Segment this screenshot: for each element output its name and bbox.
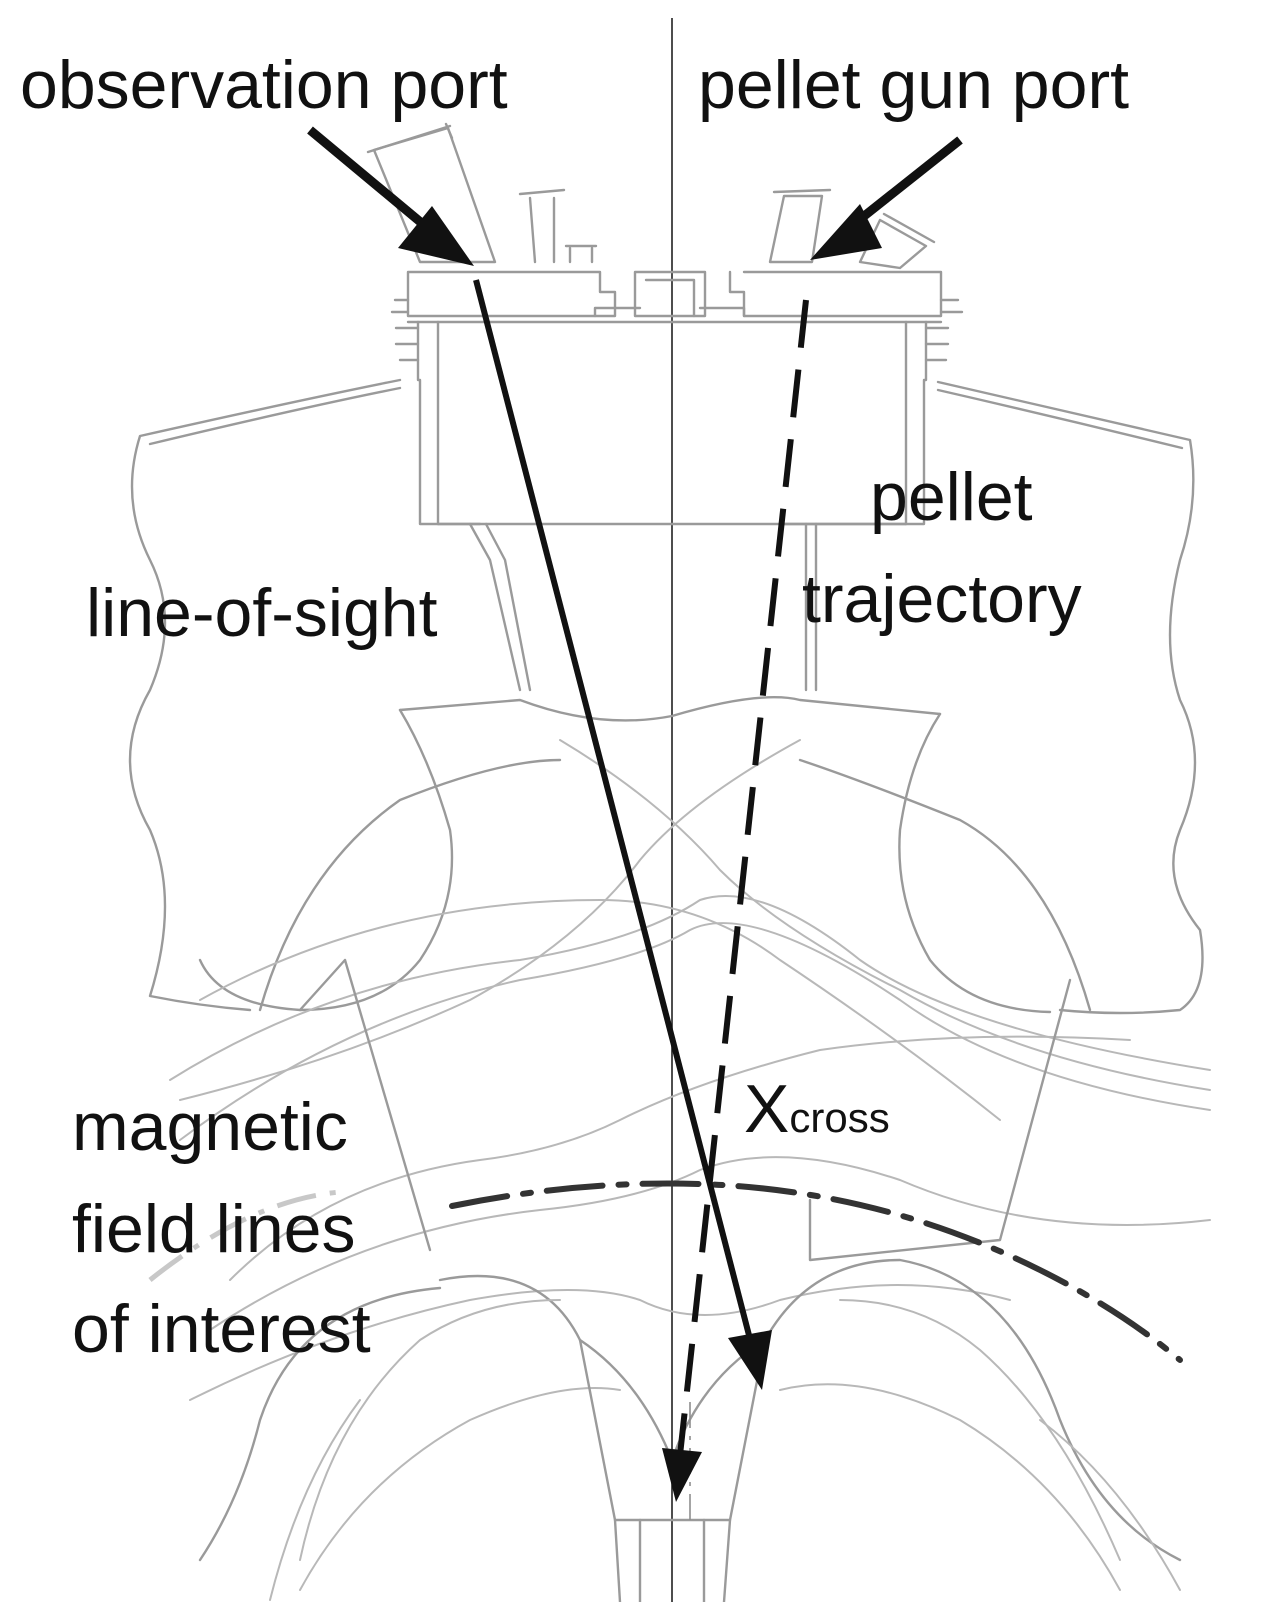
observation-port-pipes <box>366 122 598 264</box>
magnetic-field-label-line1: magnetic <box>72 1089 348 1165</box>
vessel-outline <box>128 270 1211 1602</box>
observation-port-pointer-head <box>398 206 474 266</box>
pellet-gun-port-pointer-head <box>810 204 882 260</box>
x-cross-main: X <box>744 1071 789 1147</box>
line-of-sight-arrowhead <box>728 1330 772 1390</box>
magnetic-field-label-line2: field lines <box>72 1191 356 1267</box>
magnetic-field-line-faint <box>148 1189 341 1282</box>
magnetic-field-label-line3: of interest <box>72 1291 371 1367</box>
x-cross-subscript: cross <box>789 1094 889 1141</box>
magnetic-field-line <box>449 1180 1183 1363</box>
pellet-trajectory-label-line1: pellet <box>870 459 1033 535</box>
pellet-trajectory-arrowhead <box>662 1448 702 1502</box>
line-of-sight-label: line-of-sight <box>86 575 438 651</box>
pellet-trajectory-label-line2: trajectory <box>802 561 1082 637</box>
x-cross-label: Xcross <box>744 1071 890 1147</box>
pellet-trajectory-line <box>677 299 809 1456</box>
line-of-sight-line <box>473 279 761 1371</box>
observation-port-label: observation port <box>20 47 508 123</box>
pellet-gun-port-label: pellet gun port <box>698 47 1129 123</box>
